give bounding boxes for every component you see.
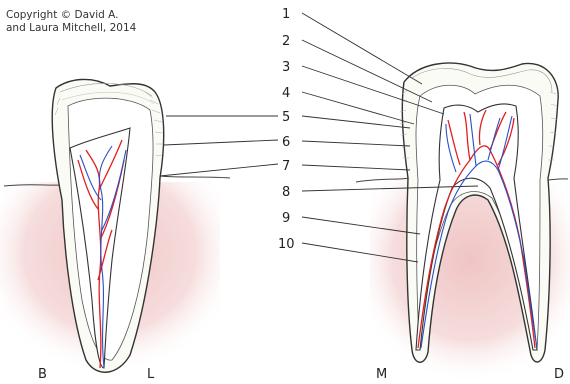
- direction-b: B: [38, 367, 47, 382]
- leader-line-6b: [302, 141, 410, 146]
- leader-line-7: [160, 164, 278, 176]
- direction-l: L: [147, 367, 155, 382]
- label-9: 9: [282, 211, 290, 226]
- label-3: 3: [282, 60, 290, 75]
- direction-m: M: [376, 367, 387, 382]
- label-2: 2: [282, 34, 290, 49]
- leader-line-7b: [302, 165, 410, 170]
- leader-line-2: [302, 40, 432, 102]
- label-7: 7: [282, 159, 290, 174]
- label-5: 5: [282, 110, 290, 125]
- label-6: 6: [282, 135, 290, 150]
- label-8: 8: [282, 185, 290, 200]
- label-10: 10: [278, 237, 295, 252]
- leader-line-6: [164, 140, 278, 145]
- leader-line-4: [302, 92, 414, 124]
- label-1: 1: [282, 7, 290, 22]
- number-labels: 1 2 3 4 5 6 7 8 9 10: [278, 7, 295, 252]
- direction-d: D: [554, 367, 564, 382]
- label-4: 4: [282, 86, 290, 101]
